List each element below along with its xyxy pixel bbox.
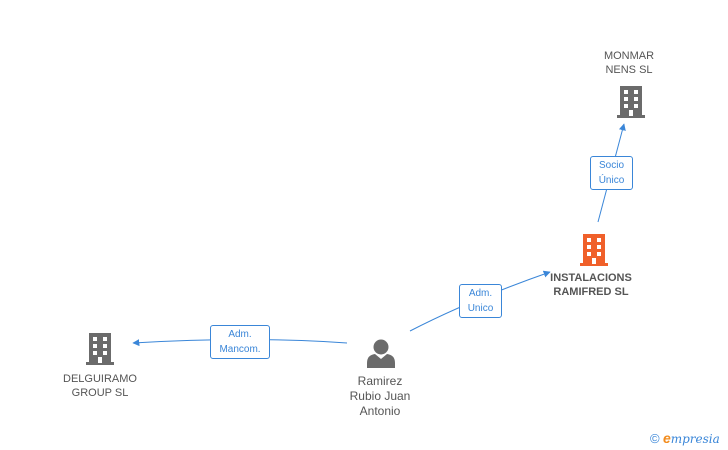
building-icon[interactable]	[580, 234, 608, 266]
person-icon[interactable]	[367, 339, 395, 369]
brand-e: e	[662, 430, 671, 446]
brand-logo: © empresia	[650, 430, 720, 446]
brand-name: mpresia	[670, 432, 720, 446]
node-label-monmar[interactable]: MONMAR NENS SL	[603, 50, 655, 76]
edge-label-adm-unico: Adm. Unico	[459, 284, 502, 318]
edge-label-adm-mancom: Adm. Mancom.	[210, 325, 270, 359]
node-label-delguiramo[interactable]: DELGUIRAMO GROUP SL	[63, 373, 137, 399]
node-label-person[interactable]: Ramirez Rubio Juan Antonio	[349, 374, 411, 418]
building-icon[interactable]	[617, 86, 645, 118]
node-label-instalacions[interactable]: INSTALACIONS RAMIFRED SL	[550, 272, 632, 298]
building-icon[interactable]	[86, 333, 114, 365]
copyright-symbol: ©	[650, 431, 660, 446]
edge-label-socio-unico: Socio Único	[590, 156, 633, 190]
